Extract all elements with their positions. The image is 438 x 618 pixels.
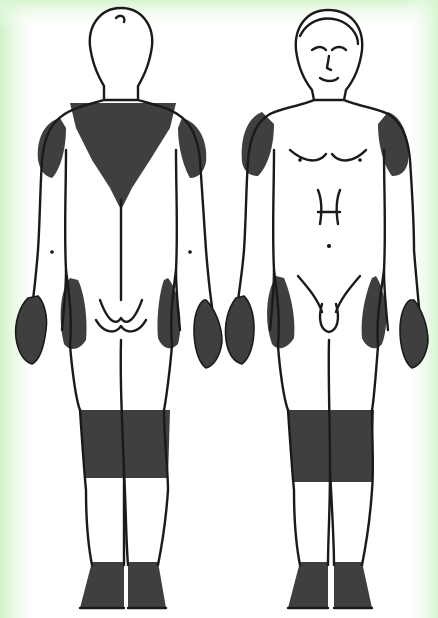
diagram-canvas: [0, 0, 438, 618]
body-diagram: [0, 0, 438, 618]
